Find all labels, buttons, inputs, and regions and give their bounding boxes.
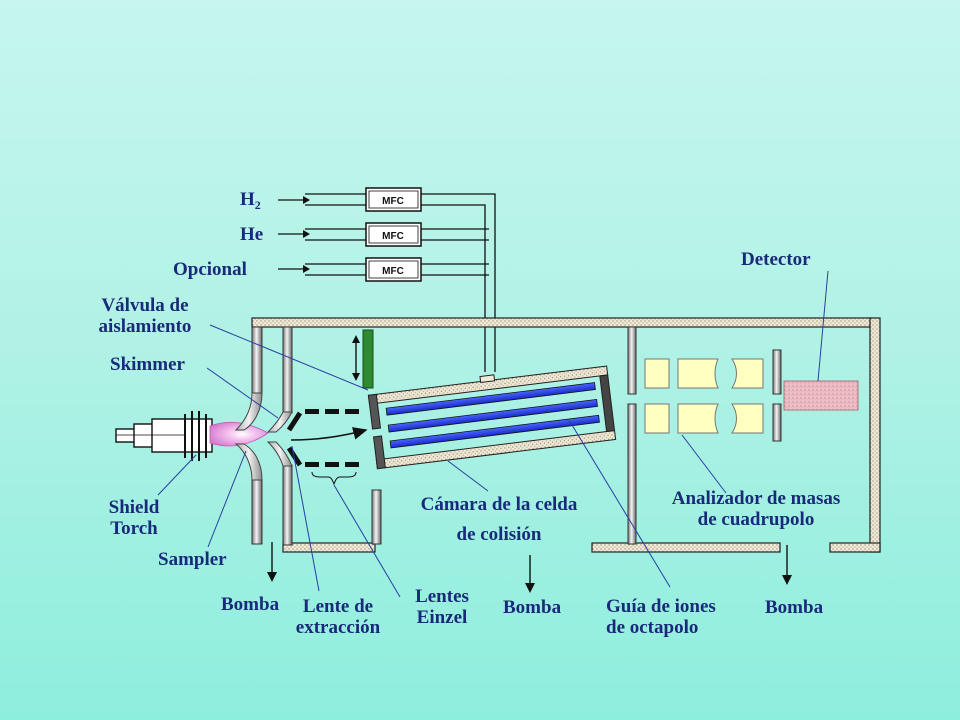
label-bomba-1: Bomba bbox=[221, 594, 280, 615]
mfc-he: MFC bbox=[365, 222, 422, 247]
gas-inlet-lines bbox=[278, 193, 496, 372]
einzel-lenses bbox=[305, 409, 359, 467]
mfc-label: MFC bbox=[382, 266, 404, 277]
isolation-valve bbox=[352, 329, 374, 389]
mfc-h2: MFC bbox=[365, 187, 422, 212]
label-bomba-2: Bomba bbox=[503, 597, 562, 618]
octapole-rod bbox=[389, 414, 600, 449]
collision-cell bbox=[367, 365, 617, 470]
label-line: Lentes bbox=[415, 586, 469, 607]
plasma bbox=[209, 421, 269, 447]
label-skimmer: Skimmer bbox=[110, 354, 185, 375]
label-shield-torch: Shield Torch bbox=[94, 497, 174, 539]
leader-lines bbox=[157, 270, 829, 598]
label-line: Válvula de bbox=[101, 295, 189, 316]
octapole-rod bbox=[387, 399, 598, 433]
skimmer-cone bbox=[266, 411, 293, 467]
label-lentes-einzel: Lentes Einzel bbox=[404, 586, 480, 628]
label-line: Einzel bbox=[416, 607, 468, 628]
label-analizador: Analizador de masas de cuadrupolo bbox=[642, 488, 870, 530]
octapole-rods bbox=[385, 382, 600, 449]
vacuum-housing bbox=[251, 317, 881, 553]
label-camara-celda: Cámara de la celda de colisión bbox=[394, 490, 604, 550]
torch bbox=[115, 418, 213, 453]
shield-torch-coils bbox=[184, 411, 207, 461]
label-detector: Detector bbox=[741, 249, 811, 270]
label-line: de octapolo bbox=[606, 617, 699, 638]
label-lente-extraccion: Lente de extracción bbox=[286, 596, 390, 638]
label-line: Guía de iones bbox=[606, 596, 716, 617]
label-line: Analizador de masas bbox=[671, 488, 841, 509]
gas-label-he: He bbox=[240, 224, 264, 245]
label-sampler: Sampler bbox=[158, 549, 227, 570]
einzel-brace bbox=[311, 471, 357, 486]
quadrupole-analyzer bbox=[644, 358, 764, 434]
gas-label-h2: H2 bbox=[240, 189, 261, 212]
label-line: de colisión bbox=[456, 524, 542, 545]
detector-block bbox=[783, 380, 859, 411]
mfc-label: MFC bbox=[382, 231, 404, 242]
extraction-lens bbox=[286, 411, 303, 467]
label-line: Shield bbox=[108, 497, 160, 518]
pump-arrows bbox=[267, 542, 792, 593]
label-line: Cámara de la celda bbox=[420, 494, 578, 515]
label-line: extracción bbox=[295, 617, 381, 638]
mfc-opcional: MFC bbox=[365, 257, 422, 282]
label-line: aislamiento bbox=[98, 316, 192, 337]
ion-beam-arrow bbox=[290, 427, 368, 441]
label-line: de cuadrupolo bbox=[697, 509, 815, 530]
gas-arrowheads bbox=[303, 196, 310, 273]
mfc-label: MFC bbox=[382, 196, 404, 207]
label-guia-iones: Guía de iones de octapolo bbox=[606, 596, 716, 638]
gas-label-opcional: Opcional bbox=[173, 259, 247, 280]
label-line: Lente de bbox=[302, 596, 374, 617]
label-valvula-aislamiento: Válvula de aislamiento bbox=[80, 295, 210, 337]
label-line: Torch bbox=[110, 518, 158, 539]
label-bomba-3: Bomba bbox=[765, 597, 824, 618]
octapole-rod bbox=[385, 382, 596, 416]
